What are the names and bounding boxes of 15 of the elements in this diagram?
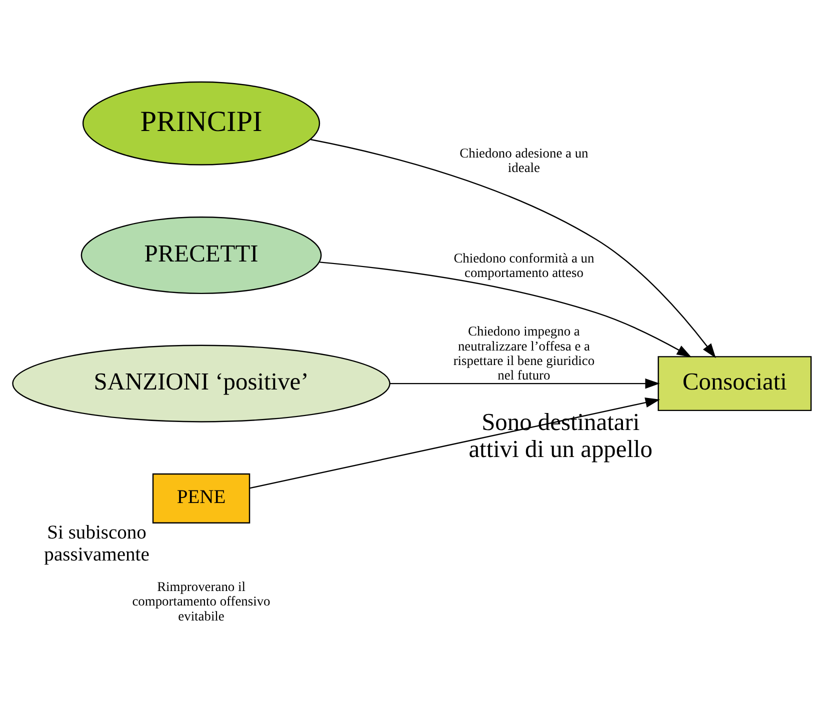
- label: Rimproverano il comportamento offensivo evitabile: [132, 579, 270, 624]
- arrow: [249, 398, 660, 489]
- node-box: Consociati: [658, 356, 812, 412]
- arrow: [320, 262, 692, 358]
- node-label: Sono destinatari attivi di un appello: [468, 408, 653, 463]
- arrow: [390, 378, 660, 389]
- node-label: Si subiscono passivamente: [44, 522, 150, 566]
- edge-label: Chiedono adesione a un ideale: [460, 145, 588, 175]
- edge-label: Chiedono impegno a neutralizzare l’offesa e a rispettare il bene giuridico nel futuro: [453, 324, 595, 383]
- arrow: [310, 138, 716, 358]
- node-ellipse: PRECETTI: [80, 216, 322, 294]
- node-ellipse: PRINCIPI: [82, 81, 320, 166]
- node-ellipse: SANZIONI ‘positive’: [12, 344, 390, 422]
- node-box: PENE: [152, 473, 250, 524]
- edge-label: Chiedono conformità a un comportamento atteso: [454, 250, 594, 280]
